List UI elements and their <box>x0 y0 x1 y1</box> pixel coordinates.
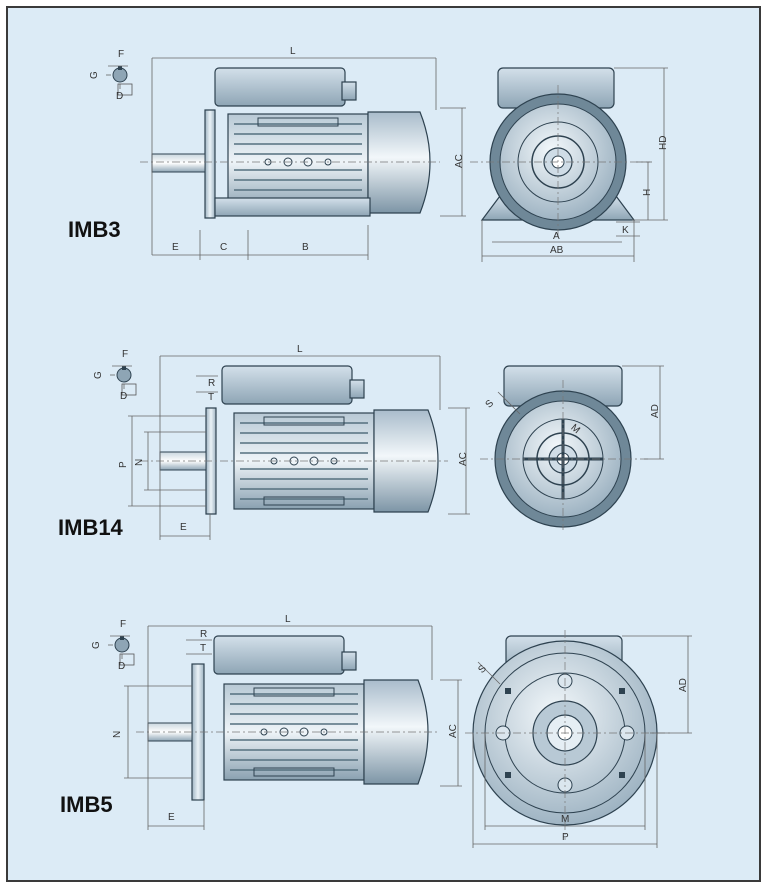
label-ab: AB <box>550 245 564 256</box>
label-f: F <box>120 619 126 630</box>
label-e: E <box>172 242 179 253</box>
label-hd: HD <box>658 136 669 150</box>
view-imb5: F G D L R T N E AC IMB5 <box>60 614 692 848</box>
label-f: F <box>118 49 124 60</box>
label-a: A <box>553 231 560 242</box>
label-k: K <box>622 225 629 236</box>
label-n: N <box>112 731 123 738</box>
label-b: B <box>302 242 309 253</box>
label-r: R <box>208 378 215 389</box>
fan-cover <box>367 111 431 214</box>
label-e: E <box>168 812 175 823</box>
label-s: S <box>476 663 489 676</box>
label-ad: AD <box>650 404 661 418</box>
label-d: D <box>116 91 123 102</box>
label-r: R <box>200 629 207 640</box>
terminal-box <box>214 67 346 107</box>
label-ac: AC <box>454 154 465 168</box>
view-imb3: F G D L E C B AC IMB3 <box>68 46 669 262</box>
label-ad: AD <box>678 678 689 692</box>
label-d: D <box>120 391 127 402</box>
label-h: H <box>642 189 653 196</box>
label-f: F <box>122 349 128 360</box>
label-p: P <box>118 461 129 468</box>
label-l: L <box>297 344 303 355</box>
label-p: P <box>562 832 569 843</box>
label-m: M <box>561 814 569 825</box>
title-imb14: IMB14 <box>58 515 124 540</box>
label-l: L <box>285 614 291 625</box>
title-imb5: IMB5 <box>60 792 113 817</box>
terminal-box <box>221 365 353 405</box>
view-imb14: F G D L R T P N E AC IMB14 <box>58 344 664 540</box>
label-g: G <box>91 641 102 649</box>
label-g: G <box>89 71 100 79</box>
label-n: N <box>134 459 145 466</box>
terminal-box <box>213 635 345 675</box>
title-imb3: IMB3 <box>68 217 121 242</box>
label-ac: AC <box>448 724 459 738</box>
label-c: C <box>220 242 227 253</box>
label-g: G <box>93 371 104 379</box>
fan-cover <box>373 409 439 513</box>
label-t: T <box>208 392 214 403</box>
label-e: E <box>180 522 187 533</box>
shaft <box>151 153 206 173</box>
label-d: D <box>118 661 125 672</box>
label-ac: AC <box>458 452 469 466</box>
label-l: L <box>290 46 296 57</box>
label-t: T <box>200 643 206 654</box>
label-s: S <box>484 398 497 411</box>
